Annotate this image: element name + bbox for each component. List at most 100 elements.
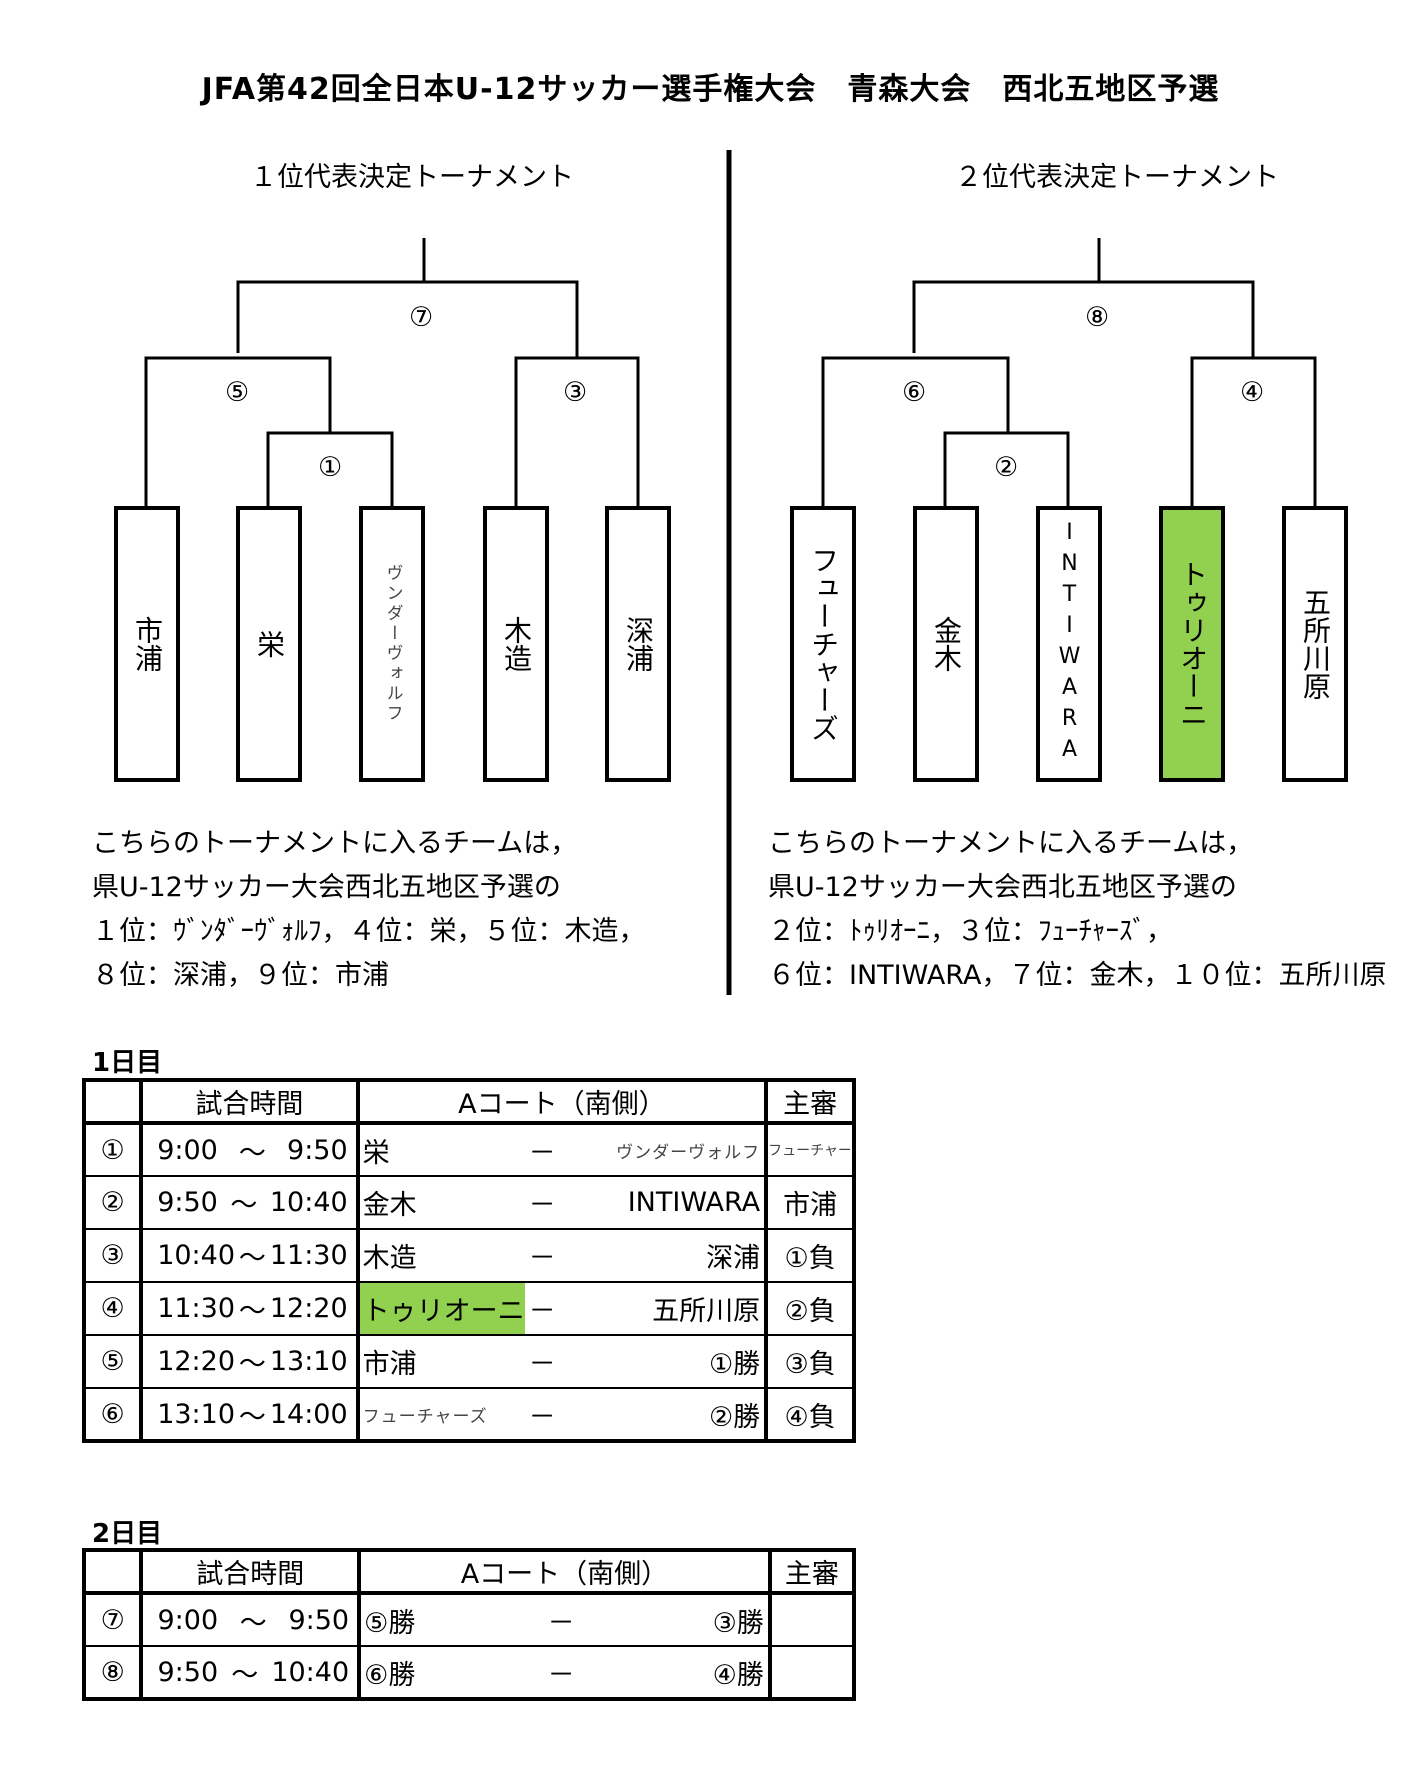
referee: ②負 bbox=[765, 1281, 855, 1336]
table-row: ⑧ 9:50～10:40 ⑥勝－④勝 bbox=[82, 1645, 856, 1700]
right-tournament-title: ２位代表決定トーナメント bbox=[955, 162, 1279, 193]
away-team: ②勝 bbox=[708, 1401, 761, 1433]
referee bbox=[768, 1592, 856, 1647]
note-line: 県U-12サッカー大会西北五地区予選の bbox=[92, 872, 561, 903]
home-team: 市浦 bbox=[362, 1349, 417, 1380]
header-court: Aコート（南側） bbox=[358, 1549, 772, 1595]
match-no: ⑤ bbox=[82, 1334, 144, 1389]
left-note: こちらのトーナメントに入るチームは， 県U-12サッカー大会西北五地区予選の １… bbox=[92, 822, 712, 998]
match-teams: トゥリオーニ－五所川原 bbox=[356, 1281, 769, 1336]
referee: ④負 bbox=[765, 1387, 855, 1442]
note-line: こちらのトーナメントに入るチームは， bbox=[768, 828, 1254, 859]
referee-name: フューチャーズ bbox=[768, 1143, 851, 1159]
end-time: 14:00 bbox=[269, 1398, 348, 1430]
team-name: ヴンダーヴォルフ bbox=[382, 564, 403, 724]
time-sep: ～ bbox=[238, 1296, 266, 1327]
team-box: 木造 bbox=[483, 506, 549, 782]
time-sep: ～ bbox=[231, 1659, 259, 1691]
match-time: 9:00～9:50 bbox=[140, 1122, 360, 1177]
start-time: 10:40 bbox=[157, 1240, 235, 1271]
team-name: フューチャーズ bbox=[807, 546, 840, 742]
match-teams: 金木－INTIWARA bbox=[356, 1175, 769, 1230]
note-line: １位：ｳﾞﾝﾀﾞｰｳﾞｫﾙﾌ，４位：栄，５位：木造， bbox=[92, 916, 646, 947]
match-teams: ⑥勝－④勝 bbox=[358, 1645, 772, 1700]
team-box: 栄 bbox=[236, 506, 302, 782]
team-name: INTIWARA bbox=[1057, 520, 1082, 768]
home-team-highlighted: トゥリオーニ bbox=[359, 1283, 525, 1334]
start-time: 9:50 bbox=[157, 1187, 218, 1218]
header-time: 試合時間 bbox=[140, 1079, 360, 1125]
team-box: ヴンダーヴォルフ bbox=[359, 506, 425, 782]
start-time: 11:30 bbox=[157, 1293, 235, 1324]
table-header-row: 試合時間 Aコート（南側） 主審 bbox=[82, 1549, 856, 1595]
match-time: 13:10～14:00 bbox=[140, 1387, 360, 1442]
home-team: 木造 bbox=[362, 1243, 417, 1274]
end-time: 12:20 bbox=[269, 1293, 348, 1324]
team-box: 深浦 bbox=[605, 506, 671, 782]
table-row: ② 9:50～10:40 金木－INTIWARA 市浦 bbox=[82, 1175, 855, 1230]
match-time: 9:00～9:50 bbox=[140, 1592, 362, 1647]
match-label-1: ① bbox=[318, 452, 343, 483]
note-line: ２位：ﾄｩﾘｵｰﾆ，３位：ﾌｭｰﾁｬｰｽﾞ， bbox=[768, 916, 1173, 947]
page-title: JFA第42回全日本U-12サッカー選手権大会 青森大会 西北五地区予選 bbox=[201, 72, 1220, 107]
note-line: こちらのトーナメントに入るチームは， bbox=[92, 828, 578, 859]
home-team: ⑥勝 bbox=[364, 1659, 416, 1691]
table-row: ⑥ 13:10～14:00 フューチャーズ－②勝 ④負 bbox=[82, 1387, 855, 1442]
time-sep: ～ bbox=[238, 1243, 266, 1274]
start-time: 9:00 bbox=[157, 1134, 218, 1166]
match-time: 12:20～13:10 bbox=[140, 1334, 360, 1389]
away-team: ①勝 bbox=[708, 1349, 761, 1380]
match-no: ⑧ bbox=[82, 1645, 144, 1700]
header-court: Aコート（南側） bbox=[356, 1079, 769, 1125]
match-no: ④ bbox=[82, 1281, 144, 1336]
team-name: 木造 bbox=[500, 616, 533, 672]
time-sep: ～ bbox=[239, 1607, 267, 1639]
time-sep: ～ bbox=[230, 1190, 258, 1221]
table-row: ① 9:00～9:50 栄－ヴンダーヴォルフ フューチャーズ bbox=[82, 1122, 855, 1177]
match-no: ③ bbox=[82, 1228, 144, 1283]
vs-dash: － bbox=[528, 1137, 556, 1169]
team-name: 金木 bbox=[930, 616, 963, 672]
header-referee: 主審 bbox=[765, 1079, 855, 1125]
team-name: 栄 bbox=[253, 630, 286, 658]
day1-schedule-table: 試合時間 Aコート（南側） 主審 ① 9:00～9:50 栄－ヴンダーヴォルフ … bbox=[82, 1078, 856, 1443]
match-teams: 栄－ヴンダーヴォルフ bbox=[356, 1122, 769, 1177]
vs-dash: － bbox=[547, 1659, 575, 1691]
day1-label: 1日目 bbox=[92, 1048, 163, 1078]
team-name: トゥリオーニ bbox=[1176, 560, 1209, 728]
vs-dash: － bbox=[528, 1401, 556, 1433]
team-box-highlighted: トゥリオーニ bbox=[1159, 506, 1225, 782]
referee: ③負 bbox=[765, 1334, 855, 1389]
referee bbox=[768, 1645, 856, 1700]
team-box: フューチャーズ bbox=[790, 506, 856, 782]
right-note: こちらのトーナメントに入るチームは， 県U-12サッカー大会西北五地区予選の ２… bbox=[768, 822, 1408, 998]
day2-label: 2日目 bbox=[92, 1519, 163, 1549]
match-no: ① bbox=[82, 1122, 144, 1177]
match-label-8: ⑧ bbox=[1085, 302, 1110, 333]
end-time: 10:40 bbox=[269, 1187, 348, 1218]
end-time: 10:40 bbox=[271, 1656, 350, 1688]
match-label-3: ③ bbox=[563, 377, 588, 408]
match-label-6: ⑥ bbox=[902, 377, 927, 408]
note-line: 県U-12サッカー大会西北五地区予選の bbox=[768, 872, 1237, 903]
table-header-row: 試合時間 Aコート（南側） 主審 bbox=[82, 1079, 855, 1125]
match-label-7: ⑦ bbox=[409, 302, 434, 333]
match-teams: 市浦－①勝 bbox=[356, 1334, 769, 1389]
away-team: 五所川原 bbox=[652, 1296, 761, 1327]
match-time: 9:50 ～ 10:40 bbox=[140, 1175, 360, 1230]
match-teams: 木造－深浦 bbox=[356, 1228, 769, 1283]
header-no bbox=[82, 1549, 144, 1595]
away-team: ③勝 bbox=[712, 1607, 764, 1639]
referee: フューチャーズ bbox=[765, 1122, 855, 1177]
match-time: 10:40～11:30 bbox=[140, 1228, 360, 1283]
bracket-lines bbox=[144, 150, 1317, 995]
match-no: ⑦ bbox=[82, 1592, 144, 1647]
home-team: フューチャーズ bbox=[362, 1406, 488, 1427]
team-box: 市浦 bbox=[114, 506, 180, 782]
day2-schedule-table: 試合時間 Aコート（南側） 主審 ⑦ 9:00～9:50 ⑤勝－③勝 ⑧ 9:5… bbox=[82, 1548, 856, 1701]
table-row: ⑤ 12:20～13:10 市浦－①勝 ③負 bbox=[82, 1334, 855, 1389]
match-teams: フューチャーズ － ②勝 bbox=[356, 1387, 769, 1442]
end-time: 11:30 bbox=[269, 1240, 348, 1271]
note-line: ６位：INTIWARA，７位：金木，１０位：五所川原 bbox=[768, 960, 1387, 991]
away-team: 深浦 bbox=[706, 1243, 761, 1274]
